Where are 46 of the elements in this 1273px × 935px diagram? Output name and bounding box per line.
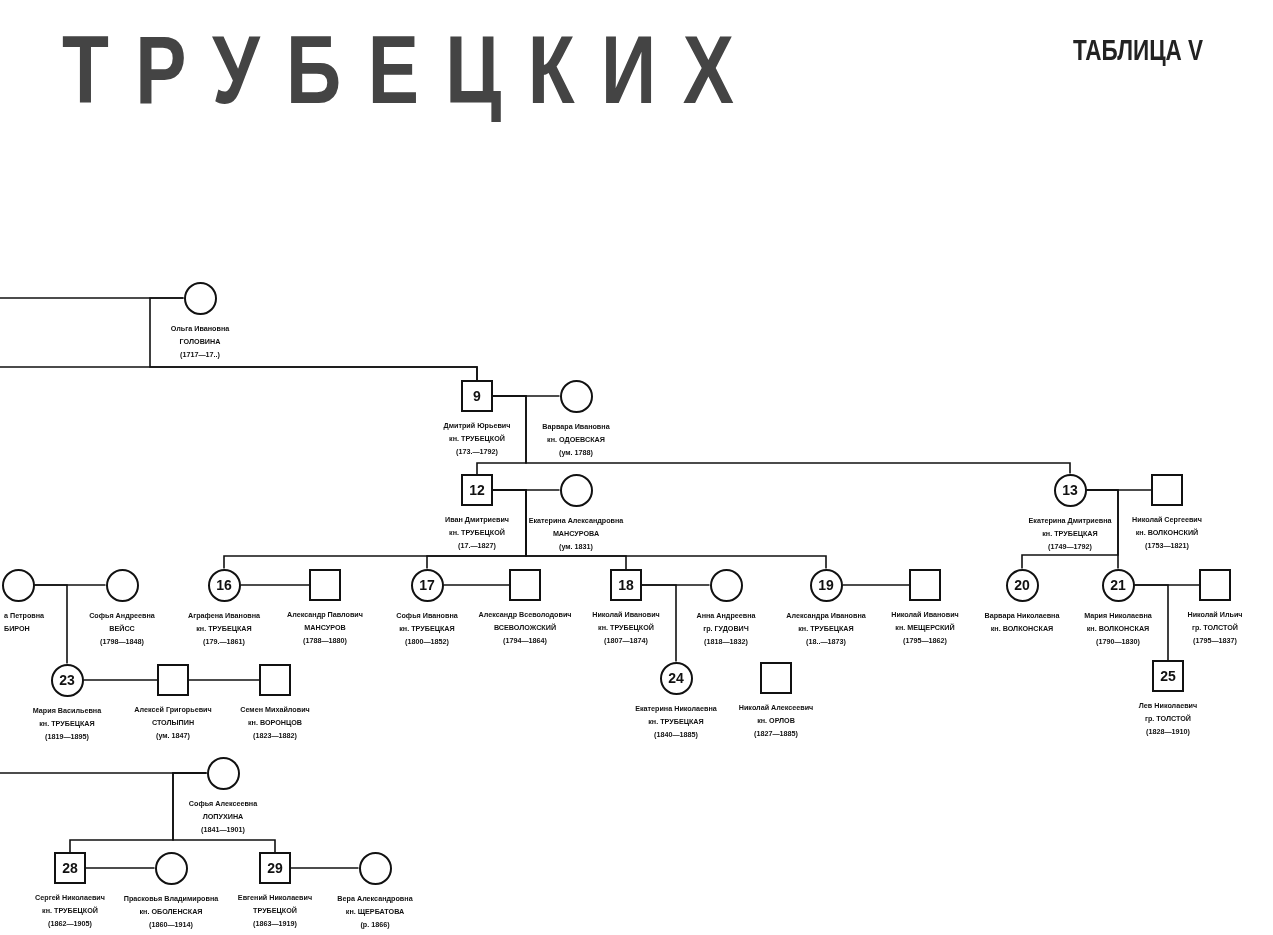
- person-circle: 17: [410, 568, 444, 602]
- person-circle: [1, 568, 35, 602]
- person-square: 29: [259, 852, 291, 884]
- family-line: [290, 867, 360, 869]
- person-square: [309, 569, 341, 601]
- person-circle: [105, 568, 139, 602]
- family-line: [1133, 584, 1169, 661]
- family-line: [239, 584, 310, 586]
- family-line: [33, 584, 68, 665]
- family-line: [85, 867, 156, 869]
- person-square: [760, 662, 792, 694]
- person-circle: [154, 851, 188, 885]
- person-square: 25: [1152, 660, 1184, 692]
- person-circle: [709, 568, 743, 602]
- person-circle: [358, 851, 392, 885]
- person-circle: 24: [659, 661, 693, 695]
- family-line: [841, 584, 910, 586]
- family-line: [442, 584, 510, 586]
- family-line: [82, 679, 158, 681]
- person-circle: 13: [1053, 473, 1087, 507]
- person-square: 28: [54, 852, 86, 884]
- family-line: [0, 366, 478, 381]
- person-square: [509, 569, 541, 601]
- person-square: [1151, 474, 1183, 506]
- person-square: [1199, 569, 1231, 601]
- person-circle: [206, 756, 240, 790]
- person-square: 12: [461, 474, 493, 506]
- person-square: 9: [461, 380, 493, 412]
- family-line: [1085, 489, 1119, 570]
- person-square: [259, 664, 291, 696]
- person-circle: 19: [809, 568, 843, 602]
- person-circle: 21: [1101, 568, 1135, 602]
- family-line: [188, 679, 260, 681]
- family-line: [641, 584, 677, 663]
- family-line: [492, 395, 1071, 475]
- person-circle: [183, 281, 217, 315]
- person-square: [909, 569, 941, 601]
- person-circle: [559, 379, 593, 413]
- person-circle: 16: [207, 568, 241, 602]
- person-circle: [559, 473, 593, 507]
- person-circle: 20: [1005, 568, 1039, 602]
- person-square: 18: [610, 569, 642, 601]
- person-circle: 23: [50, 663, 84, 697]
- table-heading: ТАБЛИЦА V: [1073, 33, 1204, 67]
- person-square: [157, 664, 189, 696]
- family-line: [172, 772, 276, 853]
